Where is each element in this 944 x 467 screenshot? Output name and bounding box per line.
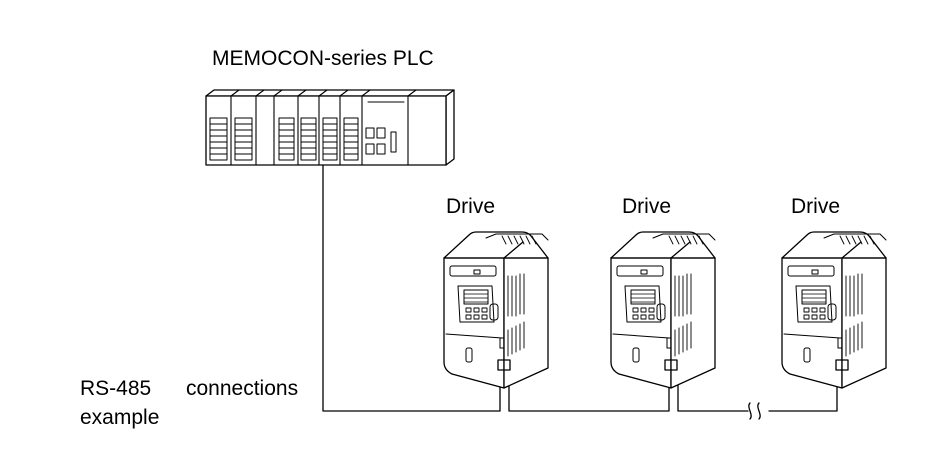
note-example: example: [80, 406, 160, 429]
plc-rack: [205, 89, 455, 166]
drive-label-1: Drive: [446, 195, 496, 218]
drive-unit-3: [781, 231, 887, 389]
drive-unit-1: [443, 231, 549, 389]
drive-label-3: Drive: [791, 195, 841, 218]
note-connections: connections: [186, 377, 299, 400]
drive-label-2: Drive: [622, 195, 672, 218]
note-rs485: RS-485: [80, 377, 152, 400]
plc-label: MEMOCON-series PLC: [212, 47, 434, 70]
drive-unit-2: [610, 231, 716, 389]
rs485-wiring: [322, 164, 838, 420]
